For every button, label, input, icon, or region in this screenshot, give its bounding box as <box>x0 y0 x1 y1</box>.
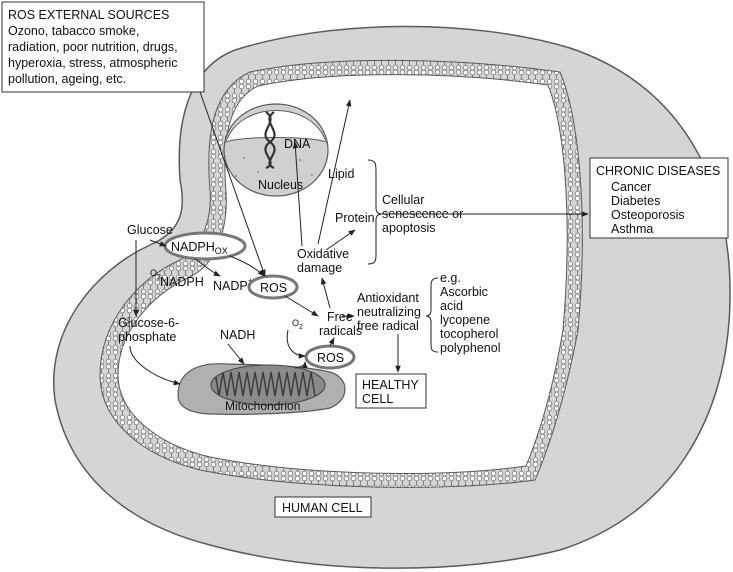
oxidative-damage-line: damage <box>297 261 342 275</box>
glucose-label: Glucose <box>127 223 173 237</box>
human-cell-box: HUMAN CELL <box>274 496 372 518</box>
antioxidant-example: polyphenol <box>440 341 500 355</box>
antioxidant-line: Antioxidant <box>357 291 419 305</box>
outcome-line: Cellular <box>382 193 424 207</box>
free-radicals-line: radicals <box>319 324 362 338</box>
svg-text:O2: O2 <box>150 268 161 281</box>
ros-label-lower: ROS <box>317 351 344 365</box>
nadph-ox-label: NADPH <box>171 240 215 254</box>
ros-external-line: Ozono, tabacco smoke, <box>8 24 139 38</box>
ros-node-lower: ROS <box>304 344 356 370</box>
ros-external-line: pollution, ageing, etc. <box>8 72 126 86</box>
arrow-damage-to-protein <box>325 229 356 251</box>
nadp-plus-label: NADP <box>213 279 248 293</box>
nadph-label: NADPH <box>160 275 204 289</box>
disease-item: Asthma <box>611 222 653 236</box>
arrow-g6p-to-mitochondrion <box>129 345 181 386</box>
dna-helix-icon <box>264 111 276 170</box>
svg-text:NADP+: NADP+ <box>213 276 253 293</box>
o2-left-subscript: 2 <box>157 274 161 281</box>
arrow-glucose-to-nadph-ox <box>149 239 167 247</box>
arrow-damage-to-dna <box>292 141 303 247</box>
antioxidant-example: Ascorbic <box>440 285 488 299</box>
healthy-cell-box: HEALTHY CELL <box>355 373 427 409</box>
o2-left-label: O <box>150 268 157 278</box>
antioxidant-line: free radical <box>357 319 419 333</box>
antioxidant-example: tocopherol <box>440 327 498 341</box>
ros-node-upper: ROS <box>247 274 299 300</box>
svg-text:NADPHOX: NADPHOX <box>171 240 228 256</box>
disease-item: Osteoporosis <box>611 208 685 222</box>
examples-brace <box>425 277 439 353</box>
mitochondrion-icon <box>177 363 346 415</box>
pathway-arrows <box>129 91 589 386</box>
disease-item: Diabetes <box>611 194 660 208</box>
glucose-6-phosphate-line: Glucose-6- <box>118 316 179 330</box>
o2-right-label: O <box>292 318 299 328</box>
ros-external-sources-box: ROS EXTERNAL SOURCES Ozono, tabacco smok… <box>1 1 205 93</box>
arrow-ros-to-free-radicals-upper <box>284 295 319 317</box>
arrow-external-to-ros <box>199 91 266 277</box>
nucleus <box>223 103 329 197</box>
antioxidant-example: lycopene <box>440 313 490 327</box>
outcome-line: apoptosis <box>382 221 436 235</box>
antioxidant-example: acid <box>440 299 463 313</box>
nadph-ox-node: NADPHOX <box>163 231 247 261</box>
nadph-ox-subscript: OX <box>215 246 228 256</box>
ros-external-title: ROS EXTERNAL SOURCES <box>8 8 169 22</box>
nadp-plus-superscript: + <box>248 276 253 286</box>
glucose-6-phosphate-line: phosphate <box>118 330 176 344</box>
nadh-label: NADH <box>220 328 255 342</box>
antioxidant-line: neutralizing <box>357 305 421 319</box>
chronic-diseases-title: CHRONIC DISEASES <box>596 164 720 178</box>
oxidative-damage-line: Oxidative <box>297 247 349 261</box>
ros-external-line: hyperoxia, stress, atmospheric <box>8 56 178 70</box>
svg-text:O2: O2 <box>292 318 303 331</box>
disease-item: Cancer <box>611 180 651 194</box>
arrow-o2-to-ros-lower <box>286 329 306 359</box>
chronic-diseases-box: CHRONIC DISEASES Cancer Diabetes Osteopo… <box>589 157 729 239</box>
antioxidant-example: e.g. <box>440 271 461 285</box>
ros-label-upper: ROS <box>260 281 287 295</box>
arrow-mitochondrion-to-ros <box>294 361 308 369</box>
mitochondrion-label: Mitochondrion <box>225 399 300 413</box>
o2-right-subscript: 2 <box>299 324 303 331</box>
arrow-nadh-to-mitochondrion <box>227 343 245 365</box>
arrow-free-radicals-to-damage <box>320 277 331 309</box>
ros-external-line: radiation, poor nutrition, drugs, <box>8 40 178 54</box>
dna-label: DNA <box>284 137 311 151</box>
arrow-nadph-ox-to-nadp <box>194 258 221 277</box>
nucleus-label: Nucleus <box>258 178 303 192</box>
arrow-ros-lower-to-free-radicals <box>328 337 335 347</box>
healthy-cell-line: HEALTHY <box>362 378 419 392</box>
healthy-cell-line: CELL <box>362 392 393 406</box>
arrow-nadph-ox-to-ros <box>229 255 265 277</box>
protein-label: Protein <box>335 211 375 225</box>
arrow-damage-to-lipid <box>317 99 352 245</box>
free-radicals-line: Free <box>327 310 353 324</box>
human-cell-label: HUMAN CELL <box>282 501 363 515</box>
